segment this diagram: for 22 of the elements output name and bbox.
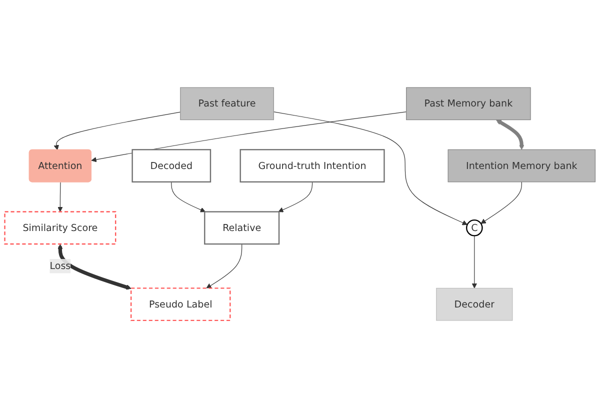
node-circle: C: [466, 219, 483, 236]
node-box: Ground-truth Intention: [240, 149, 385, 182]
node-box: Decoded: [132, 149, 212, 182]
arrow: [91, 112, 407, 162]
node-box: Pseudo Label: [130, 288, 231, 322]
node-box: Decoder: [436, 288, 513, 321]
arrow: [54, 112, 181, 150]
arrow: [171, 182, 206, 212]
edge-label: Loss: [50, 260, 71, 272]
arrow: [480, 182, 522, 224]
arrow: [273, 112, 468, 226]
arrow: [472, 235, 478, 288]
arrow: [206, 244, 242, 288]
arrow: [278, 182, 313, 212]
node-box: Past feature: [180, 87, 274, 120]
arrow: [58, 182, 63, 212]
node-box: Relative: [204, 211, 280, 245]
node-box: Intention Memory bank: [448, 149, 596, 182]
arrow: [58, 244, 132, 290]
arrow: [496, 119, 524, 150]
node-box: Past Memory bank: [406, 87, 531, 120]
node-box: Similarity Score: [4, 211, 116, 245]
